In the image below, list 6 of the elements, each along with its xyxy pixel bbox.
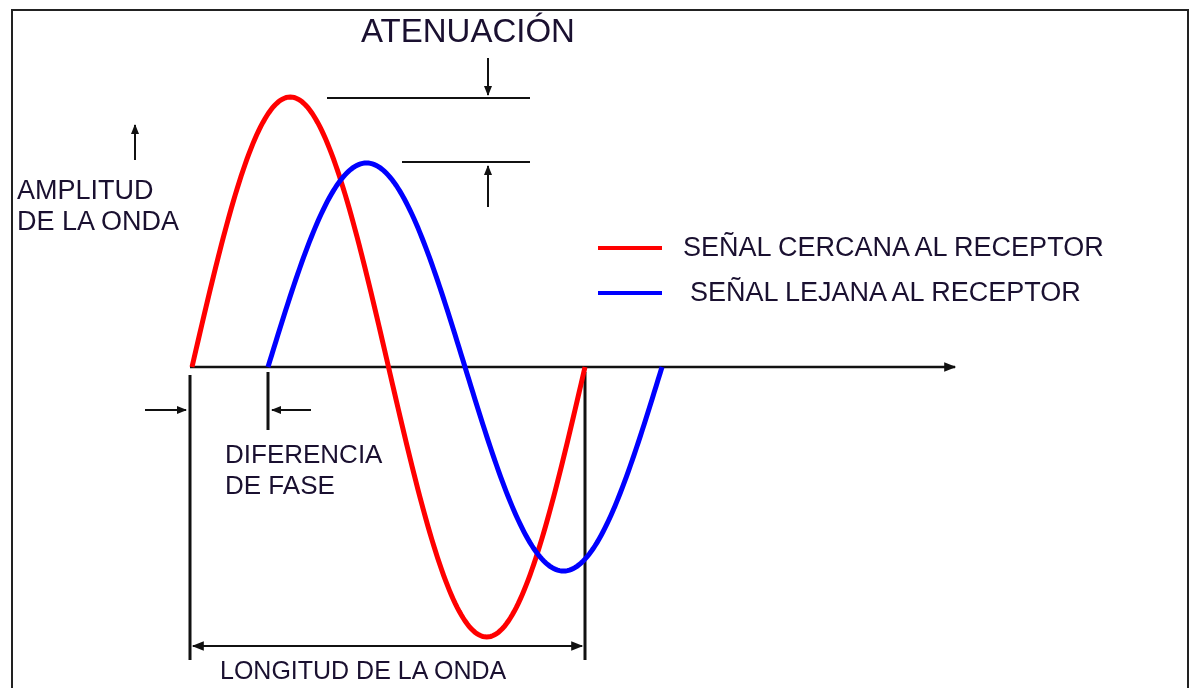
- amplitude-label: AMPLITUD DE LA ONDA: [17, 175, 181, 238]
- legend-text: SEÑAL CERCANA AL RECEPTOR: [683, 232, 1104, 264]
- wavelength-label: LONGITUD DE LA ONDA: [220, 656, 508, 685]
- legend-text: SEÑAL LEJANA AL RECEPTOR: [690, 277, 1081, 309]
- attenuation-label: ATENUACIÓN: [361, 12, 576, 50]
- phase-difference-label: DIFERENCIA DE FASE: [225, 439, 383, 502]
